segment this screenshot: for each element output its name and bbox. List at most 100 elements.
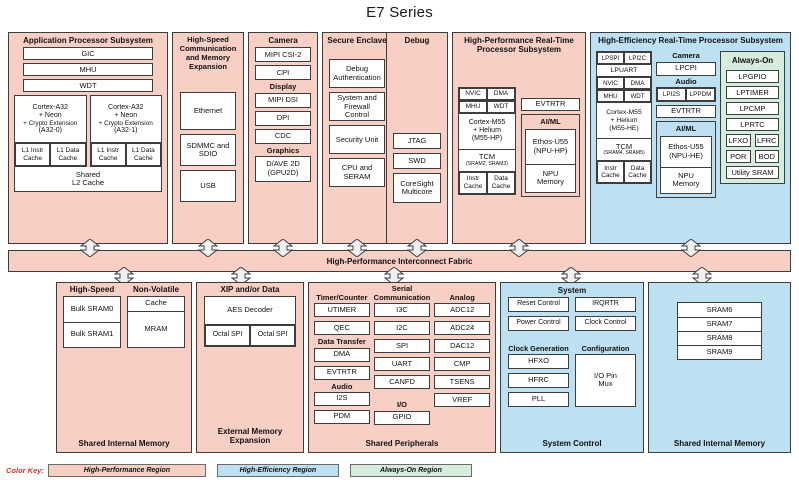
cell-coresight-multicore[interactable]: CoreSight Multicore — [393, 173, 441, 204]
cell-evtrtr[interactable]: EVTRTR — [656, 104, 716, 118]
cell-cache[interactable]: Cache — [128, 296, 184, 311]
cell-npu-memory[interactable]: NPU Memory — [661, 166, 711, 193]
cell-adc24[interactable]: ADC24 — [434, 321, 491, 336]
audio-pair[interactable]: LPI2S LPPDM — [656, 86, 716, 102]
cell-sram9[interactable]: SRAM9 — [678, 345, 761, 359]
cell-dpi[interactable]: DPI — [255, 110, 311, 126]
cell-vref[interactable]: VREF — [434, 393, 491, 408]
cell-ethernet[interactable]: Ethernet — [180, 92, 236, 131]
hp-core-cluster[interactable]: NVIC DMA MHU WDT Cortex-M55 + Helium (M5… — [458, 86, 516, 195]
subgroup-ai-ml[interactable]: AI/ML Ethos-U55 (NPU-HP) NPU Memory — [521, 113, 580, 197]
group-high-efficiency-real-time-processor-subsystem[interactable]: High-Efficiency Real-Time Processor Subs… — [590, 32, 791, 244]
cell-lfrc[interactable]: LFRC — [754, 134, 779, 148]
cell-gic[interactable]: GIC — [23, 47, 153, 61]
cell-cortex-m55-he[interactable]: Cortex-M55 + Helium (M55-HE) — [597, 102, 651, 139]
cell-bulk-sram0[interactable]: Bulk SRAM0 — [64, 296, 120, 322]
cell-mipi-dsi[interactable]: MIPI DSI — [255, 92, 311, 108]
cell-dma[interactable]: DMA — [487, 87, 515, 100]
group-high-performance-real-time-processor-subsystem[interactable]: High-Performance Real-Time Processor Sub… — [452, 32, 586, 244]
cell-nvic[interactable]: NVIC — [597, 77, 624, 90]
cell-utimer[interactable]: UTIMER — [314, 303, 370, 318]
cell-spi[interactable]: SPI — [373, 339, 431, 354]
cell-bulk-sram1[interactable]: Bulk SRAM1 — [64, 321, 120, 347]
cell-l1-data-cache[interactable]: L1 Data Cache — [125, 143, 161, 167]
cell-data-cache[interactable]: Data Cache — [624, 161, 651, 184]
cell-adc12[interactable]: ADC12 — [434, 303, 491, 318]
cell-lpi2s[interactable]: LPI2S — [657, 87, 686, 101]
cell-dma[interactable]: DMA — [624, 77, 651, 90]
cell-system-firewall-control[interactable]: System and Firewall Control — [329, 92, 385, 122]
cell-wdt[interactable]: WDT — [23, 79, 153, 93]
cell-lprtc[interactable]: LPRTC — [726, 118, 779, 132]
cell-reset-control[interactable]: Reset Control — [508, 296, 569, 312]
xip-stack[interactable]: AES Decoder Octal SPI Octal SPI — [204, 295, 296, 347]
group-secure-enclave[interactable]: Secure Enclave Debug Authentication Syst… — [322, 32, 392, 244]
core-a32-1[interactable]: Cortex-A32 + Neon + Crypto Extension (A3… — [89, 95, 162, 168]
cell-clock-control[interactable]: Clock Control — [575, 315, 636, 331]
cell-jtag[interactable]: JTAG — [393, 133, 441, 150]
non-volatile-stack[interactable]: Cache MRAM — [127, 295, 185, 348]
group-shared-peripherals[interactable]: Timer/Counter UTIMER QEC Data Transfer D… — [308, 282, 496, 453]
cell-dave-2d-gpu2d[interactable]: D/AVE 2D (GPU2D) — [255, 155, 311, 182]
cell-evtrtr[interactable]: EVTRTR — [314, 365, 370, 380]
cell-utility-sram[interactable]: Utility SRAM — [726, 166, 779, 180]
group-shared-internal-memory-high-efficiency[interactable]: SRAM6 SRAM7 SRAM8 SRAM9 Shared Internal … — [648, 282, 791, 453]
cell-ethos-u55-npu-he[interactable]: Ethos-U55 (NPU-HE) — [661, 136, 711, 167]
cell-lpgpio[interactable]: LPGPIO — [726, 70, 779, 84]
he-core-cluster[interactable]: LPSPI LPI2C LPUART NVIC DMA MHU WDT Cort… — [596, 51, 652, 185]
cell-cmp[interactable]: CMP — [434, 357, 491, 372]
cell-hfxo[interactable]: HFXO — [508, 353, 569, 369]
cell-lfxo[interactable]: LFXO — [726, 134, 751, 148]
group-camera-display-graphics[interactable]: Camera MIPI CSI-2 CPI Display MIPI DSI D… — [248, 32, 318, 244]
group-application-processor-subsystem[interactable]: Application Processor Subsystem GIC MHU … — [8, 32, 168, 244]
cell-lpcpi[interactable]: LPCPI — [656, 61, 716, 76]
cell-sdmmc-sdio[interactable]: SDMMC and SDIO — [180, 134, 236, 167]
cell-aes-decoder[interactable]: AES Decoder — [205, 296, 295, 324]
cell-l1-instr-cache[interactable]: L1 Instr Cache — [15, 143, 51, 167]
cell-wdt[interactable]: WDT — [624, 90, 651, 103]
cell-nvic[interactable]: NVIC — [459, 87, 487, 100]
cell-tcm[interactable]: TCM (SRAM4, SRAM5) — [597, 138, 651, 161]
cell-mhu[interactable]: MHU — [23, 63, 153, 77]
cell-octal-spi-0[interactable]: Octal SPI — [205, 324, 250, 346]
cell-swd[interactable]: SWD — [393, 153, 441, 170]
cell-pdm[interactable]: PDM — [314, 409, 370, 424]
cell-mipi-csi-2[interactable]: MIPI CSI-2 — [255, 47, 311, 63]
cell-qec[interactable]: QEC — [314, 321, 370, 336]
cell-usb[interactable]: USB — [180, 170, 236, 203]
cell-cpi[interactable]: CPI — [255, 65, 311, 81]
cell-mhu[interactable]: MHU — [597, 90, 624, 103]
group-shared-internal-memory-high-performance[interactable]: High-Speed Bulk SRAM0 Bulk SRAM1 Non-Vol… — [56, 282, 192, 453]
high-speed-sram-stack[interactable]: Bulk SRAM0 Bulk SRAM1 — [63, 295, 121, 348]
cell-canfd[interactable]: CANFD — [373, 375, 431, 390]
cell-i3c[interactable]: I3C — [373, 303, 431, 318]
cell-instr-cache[interactable]: Instr Cache — [597, 161, 624, 184]
cell-dac12[interactable]: DAC12 — [434, 339, 491, 354]
sram-stack[interactable]: SRAM6 SRAM7 SRAM8 SRAM9 — [677, 302, 762, 360]
cell-gpio[interactable]: GPIO — [373, 410, 431, 425]
cell-uart[interactable]: UART — [373, 357, 431, 372]
cell-mhu[interactable]: MHU — [459, 100, 487, 113]
cell-lptimer[interactable]: LPTIMER — [726, 86, 779, 100]
cell-cortex-m55-hp[interactable]: Cortex-M55 + Helium (M55-HP) — [459, 112, 515, 149]
cell-security-unit[interactable]: Security Unit — [329, 125, 385, 155]
cell-dma[interactable]: DMA — [314, 347, 370, 362]
cell-octal-spi-1[interactable]: Octal SPI — [250, 324, 295, 346]
cell-lpspi[interactable]: LPSPI — [597, 52, 624, 65]
cell-io-pin-mux[interactable]: I/O Pin Mux — [575, 353, 636, 407]
cell-lpcmp[interactable]: LPCMP — [726, 102, 779, 116]
cell-i2c[interactable]: I2C — [373, 321, 431, 336]
cell-sram6[interactable]: SRAM6 — [678, 303, 761, 317]
subgroup-always-on[interactable]: Always-On LPGPIO LPTIMER LPCMP LPRTC LFX… — [720, 51, 785, 185]
cell-cpu-and-seram[interactable]: CPU and SERAM — [329, 158, 385, 188]
cell-tcm[interactable]: TCM (SRAM2, SRAM3) — [459, 148, 515, 171]
cell-evtrtr[interactable]: EVTRTR — [521, 97, 580, 111]
group-external-memory-expansion[interactable]: XIP and/or Data AES Decoder Octal SPI Oc… — [196, 282, 304, 453]
core-a32-0[interactable]: Cortex-A32 + Neon + Crypto Extension (A3… — [14, 95, 87, 168]
cell-shared-l2-cache[interactable]: Shared L2 Cache — [14, 167, 162, 193]
cell-instr-cache[interactable]: Instr Cache — [459, 171, 487, 194]
group-system-control[interactable]: System Reset Control Power Control IRQRT… — [500, 282, 644, 453]
npu-stack[interactable]: Ethos-U55 (NPU-HE) NPU Memory — [660, 135, 712, 194]
cell-por[interactable]: POR — [726, 150, 751, 164]
group-high-speed-communication[interactable]: High-Speed Communication and Memory Expa… — [172, 32, 244, 244]
